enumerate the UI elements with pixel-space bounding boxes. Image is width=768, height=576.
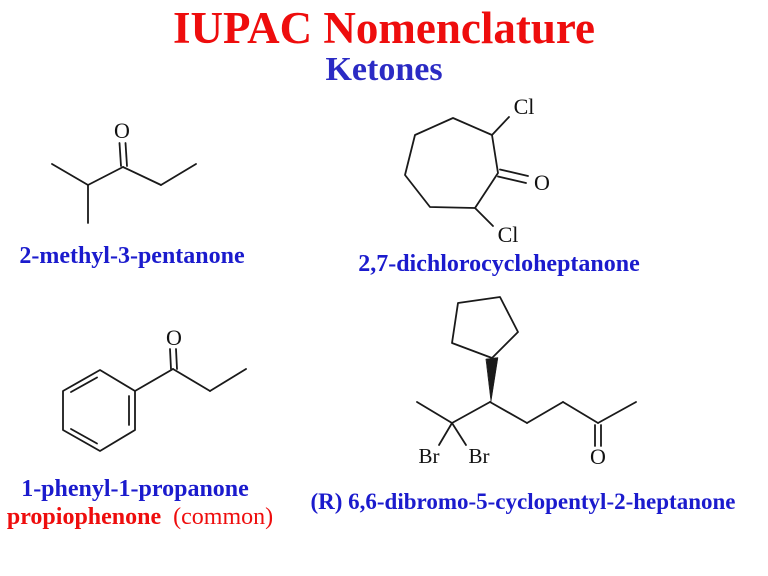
structure-2-methyl-3-pentanone: O bbox=[51, 118, 197, 224]
bond-c3-o-double-1 bbox=[118, 142, 122, 167]
label-dibromo-cyclopentyl-heptanone: (R) 6,6-dibromo-5-cyclopentyl-2-heptanon… bbox=[310, 489, 736, 514]
label-1-phenyl-1-propanone: 1-phenyl-1-propanone bbox=[21, 476, 249, 502]
atom-chlorine-top-label: Cl bbox=[514, 94, 535, 119]
structure-dichlorocycloheptanone: Cl O Cl bbox=[404, 94, 550, 247]
bond-c2-c3 bbox=[209, 368, 247, 392]
page-title: IUPAC Nomenclature bbox=[172, 3, 595, 53]
label-propiophenone: propiophenone bbox=[6, 504, 162, 530]
bond-c6-br-left bbox=[438, 422, 453, 446]
bond-c2-c1 bbox=[597, 401, 637, 424]
bond-c1-o-double-1 bbox=[169, 348, 172, 370]
atom-bromine-right-label: Br bbox=[469, 444, 490, 468]
bond-c3-o-double-2 bbox=[124, 142, 128, 167]
label-dichlorocycloheptanone: 2,7-dichlorocycloheptanone bbox=[358, 251, 640, 277]
atom-chlorine-bottom-label: Cl bbox=[498, 222, 519, 247]
bond-c6-br-right bbox=[451, 422, 467, 446]
wedge-bond bbox=[485, 357, 499, 403]
bond-c1-o-double-2 bbox=[175, 348, 178, 370]
bond-c2-methyl-up bbox=[51, 163, 89, 186]
page-subtitle: Ketones bbox=[325, 51, 443, 88]
atom-oxygen-label: O bbox=[590, 444, 606, 469]
bond-c5-c6 bbox=[451, 401, 491, 424]
bond-c3-c2 bbox=[87, 166, 124, 186]
cyclopentane-ring bbox=[451, 296, 519, 359]
structure-dibromo-cyclopentyl-heptanone: Br Br O bbox=[416, 296, 637, 469]
benzene-double-top-left bbox=[70, 376, 98, 393]
bond-ring-c1 bbox=[134, 368, 174, 392]
bond-c1-o-double-1 bbox=[499, 168, 529, 177]
cycloheptane-ring bbox=[404, 117, 499, 209]
bond-c7-cl bbox=[474, 207, 494, 227]
bond-c3-c2 bbox=[562, 401, 599, 424]
label-common-note: (common) bbox=[173, 504, 274, 530]
bond-c4-c3 bbox=[526, 401, 564, 424]
benzene-ring bbox=[62, 369, 136, 452]
label-propiophenone-common: propiophenone (common) bbox=[0, 504, 280, 531]
bond-c1-c2 bbox=[172, 368, 211, 392]
bond-c1-o-double-2 bbox=[497, 175, 527, 184]
structure-propiophenone: O bbox=[62, 325, 247, 452]
label-2-methyl-3-pentanone: 2-methyl-3-pentanone bbox=[19, 243, 245, 269]
atom-bromine-left-label: Br bbox=[419, 444, 440, 468]
atom-oxygen-label: O bbox=[534, 170, 550, 195]
bond-c6-c7 bbox=[416, 401, 453, 424]
bond-c4-c5 bbox=[160, 163, 197, 186]
bond-c5-c4 bbox=[489, 401, 528, 424]
atom-oxygen-label: O bbox=[166, 325, 182, 350]
benzene-double-bottom-left bbox=[70, 428, 98, 445]
atom-oxygen-label: O bbox=[114, 118, 130, 143]
bond-c3-c4 bbox=[122, 166, 162, 186]
bond-c2-cl bbox=[491, 116, 510, 136]
